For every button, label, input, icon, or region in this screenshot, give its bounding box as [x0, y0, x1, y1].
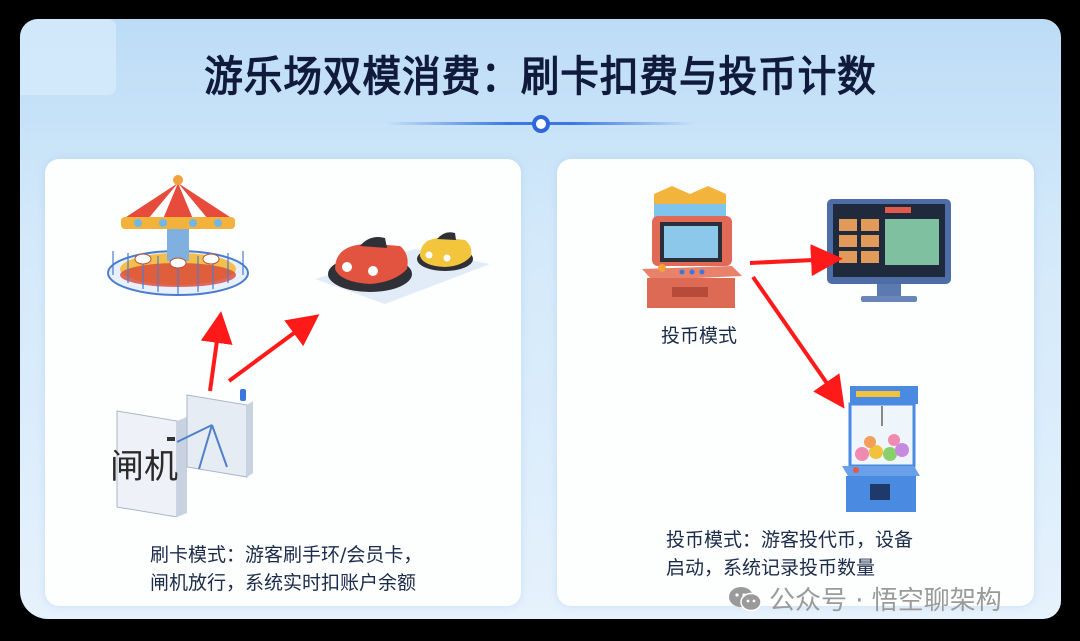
- arcade-label: 投币模式: [661, 325, 738, 347]
- wechat-icon: [729, 586, 762, 611]
- divider-dot-icon: [532, 115, 550, 133]
- card-mode-description: 刷卡模式：游客刷手环/会员卡， 闸机放行，系统实时扣账户余额: [150, 541, 422, 597]
- coin-mode-description: 投币模式：游客投代币，设备 启动，系统记录投币数量: [666, 526, 913, 582]
- carousel-icon: [107, 175, 249, 296]
- panel-corner-tab: [20, 19, 116, 95]
- watermark: 公众号 · 悟空聊架构: [727, 580, 1002, 617]
- turnstile-gate-icon: [116, 389, 253, 517]
- arcade-cabinet-icon: [642, 186, 742, 308]
- card-card-mode: 闸机 刷卡模式：游客刷手环/会员卡， 闸机放行，系统实时扣账户余额: [45, 159, 521, 606]
- watermark-text: 公众号 · 悟空聊架构: [769, 586, 1002, 616]
- claw-machine-icon: [842, 386, 920, 512]
- monitor-screen-icon: [827, 199, 951, 302]
- card-coin-mode: 投币模式 投币模式：游: [557, 159, 1034, 606]
- description-line: 启动，系统记录投币数量: [666, 557, 876, 579]
- gate-label: 闸机: [110, 447, 178, 487]
- main-panel: 游乐场双模消费：刷卡扣费与投币计数: [20, 19, 1061, 619]
- description-line: 投币模式：游客投代币，设备: [666, 529, 914, 551]
- flow-arrows-icon: [200, 311, 320, 392]
- flow-arrows-icon: [749, 244, 845, 409]
- page-title: 游乐场双模消费：刷卡扣费与投币计数: [204, 52, 877, 101]
- description-line: 闸机放行，系统实时扣账户余额: [150, 572, 417, 594]
- bumper-cars-icon: [315, 232, 490, 304]
- description-line: 刷卡模式：游客刷手环/会员卡，: [150, 544, 423, 566]
